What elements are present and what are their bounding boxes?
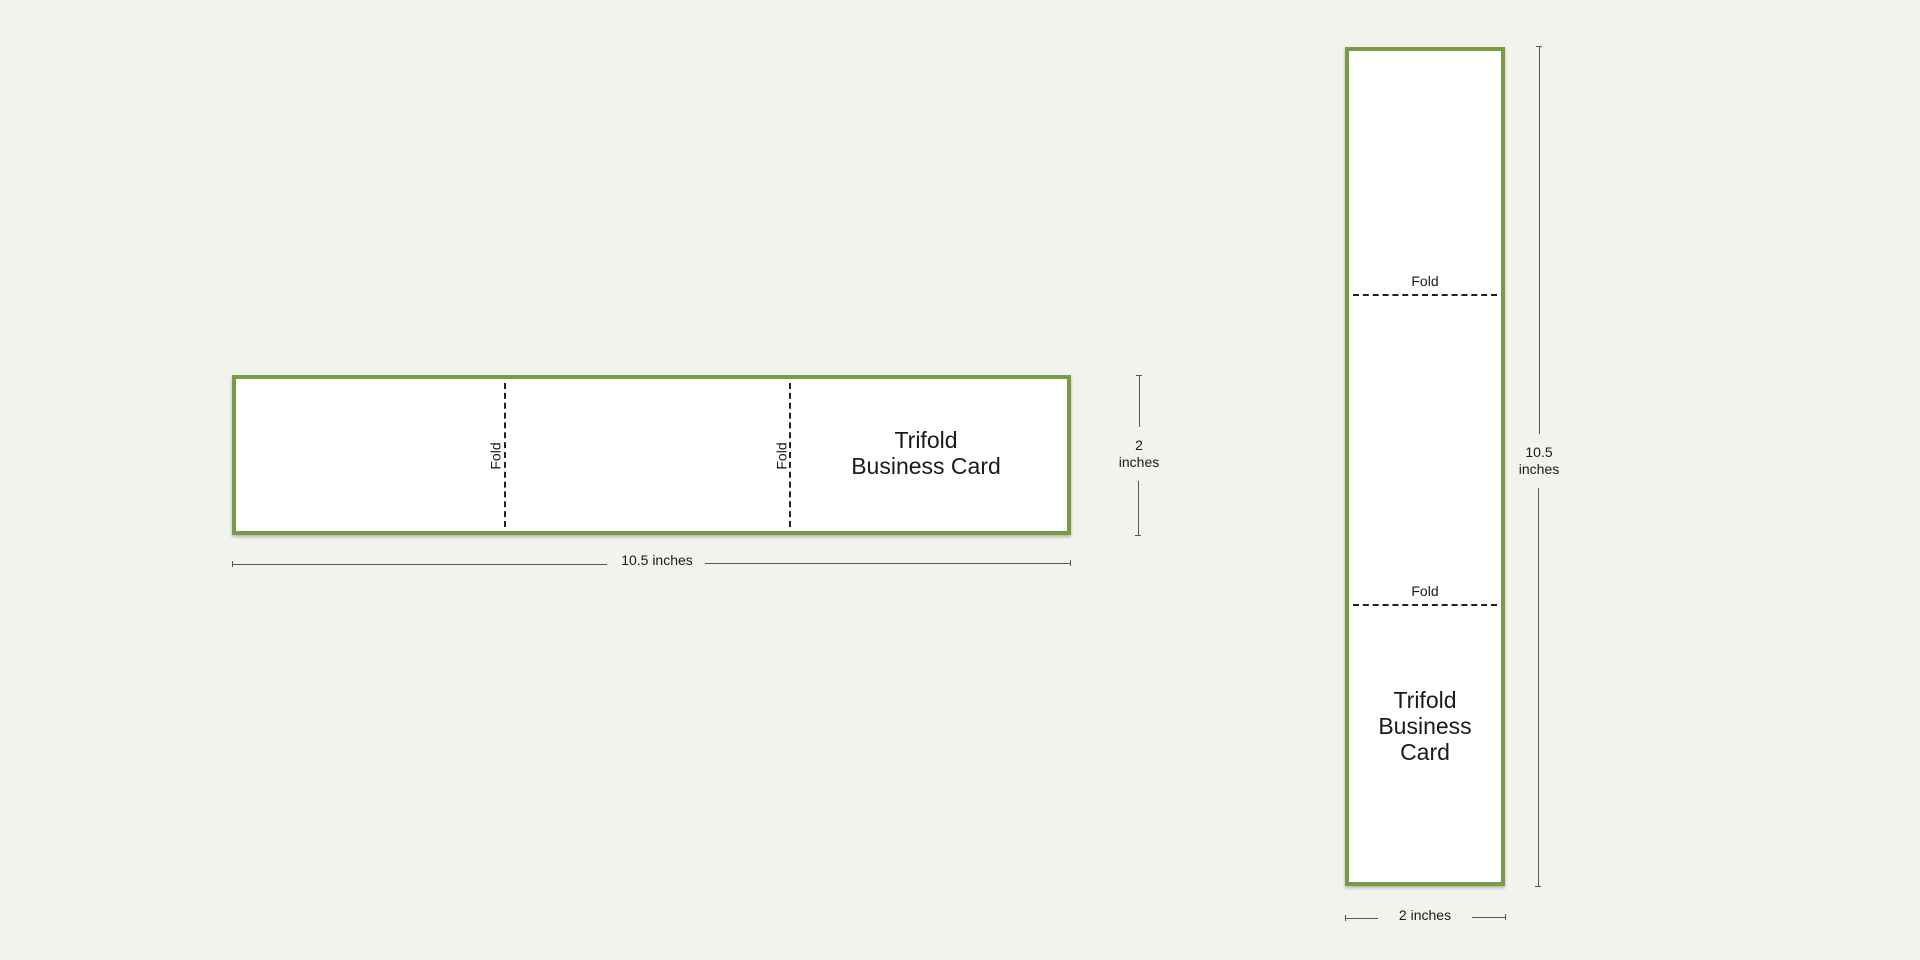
vertical-width-label: 2 inches	[1398, 907, 1452, 923]
vwidth-dim-tick-right	[1505, 914, 1506, 920]
width-dim-tick-right	[1070, 560, 1071, 566]
horizontal-fold-line-2	[789, 383, 791, 527]
vertical-card-title: Trifold Business Card	[1378, 687, 1472, 765]
vheight-dim-line-top	[1539, 46, 1540, 434]
height-dim-line-top	[1139, 375, 1140, 427]
vertical-fold-label-1: Fold	[1411, 273, 1439, 289]
vheight-dim-tick-bottom	[1535, 886, 1541, 887]
height-dim-line-bottom	[1138, 481, 1139, 535]
vheight-dim-line-bottom	[1538, 488, 1539, 886]
vwidth-dim-line-left	[1345, 918, 1378, 919]
width-dim-line-left	[232, 564, 607, 565]
horizontal-trifold-card: Fold Fold Trifold Business Card	[232, 375, 1071, 535]
vertical-fold-label-2: Fold	[1411, 583, 1439, 599]
vertical-fold-line-2	[1353, 604, 1497, 606]
horizontal-width-label: 10.5 inches	[621, 552, 693, 568]
horizontal-fold-label-2: Fold	[773, 442, 790, 470]
vertical-height-label: 10.5 inches	[1518, 444, 1560, 477]
horizontal-fold-label-1: Fold	[487, 442, 504, 470]
width-dim-line-right	[705, 563, 1071, 564]
vertical-trifold-card: Fold Fold Trifold Business Card	[1345, 47, 1505, 886]
horizontal-height-label: 2 inches	[1118, 437, 1160, 470]
horizontal-fold-line-1	[504, 383, 506, 527]
vertical-fold-line-1	[1353, 294, 1497, 296]
height-dim-tick-bottom	[1135, 535, 1141, 536]
vwidth-dim-line-right	[1472, 917, 1505, 918]
horizontal-card-title: Trifold Business Card	[851, 427, 1001, 479]
